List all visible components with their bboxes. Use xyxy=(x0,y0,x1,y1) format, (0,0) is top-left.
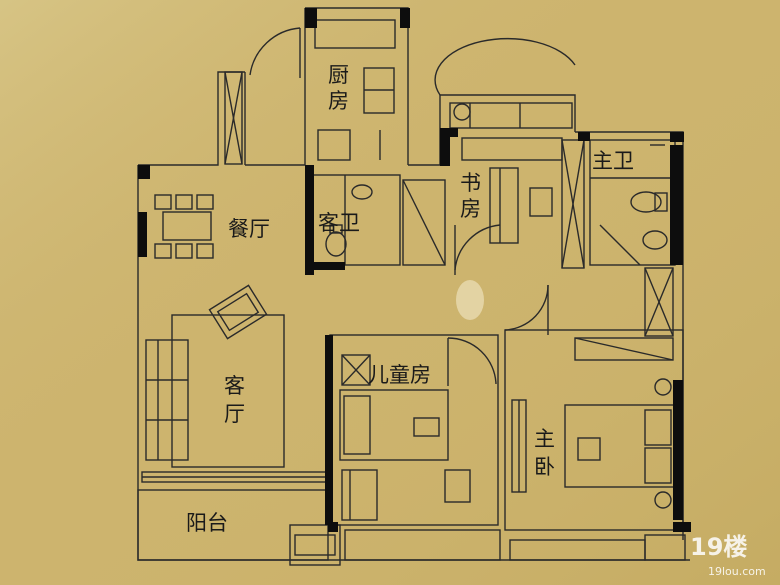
site-watermark: 19楼 19lou.com xyxy=(690,533,766,578)
watermark-url: 19lou.com xyxy=(708,565,766,578)
room-label-living-2: 厅 xyxy=(224,402,245,426)
glare xyxy=(456,280,484,320)
room-label-dining: 餐厅 xyxy=(228,217,270,241)
room-label-study-1: 书 xyxy=(460,171,481,195)
room-label-balcony: 阳台 xyxy=(186,511,228,535)
room-labels: 厨 房 客卫 餐厅 书 房 主卫 客 厅 儿童房 主 卧 阳台 xyxy=(186,63,634,535)
room-label-master-bedroom-2: 卧 xyxy=(534,455,555,479)
plan-walls xyxy=(138,8,691,532)
room-label-kids-room: 儿童房 xyxy=(368,363,431,387)
room-label-master-bedroom-1: 主 xyxy=(534,427,555,451)
room-label-living-1: 客 xyxy=(224,374,245,398)
room-label-kitchen-1: 厨 xyxy=(328,63,349,87)
room-label-study-2: 房 xyxy=(460,197,481,221)
room-label-kitchen-2: 房 xyxy=(328,89,349,113)
room-label-guest-bath: 客卫 xyxy=(318,211,360,235)
room-label-master-bath: 主卫 xyxy=(592,149,634,173)
watermark-logo: 19楼 xyxy=(690,533,747,561)
